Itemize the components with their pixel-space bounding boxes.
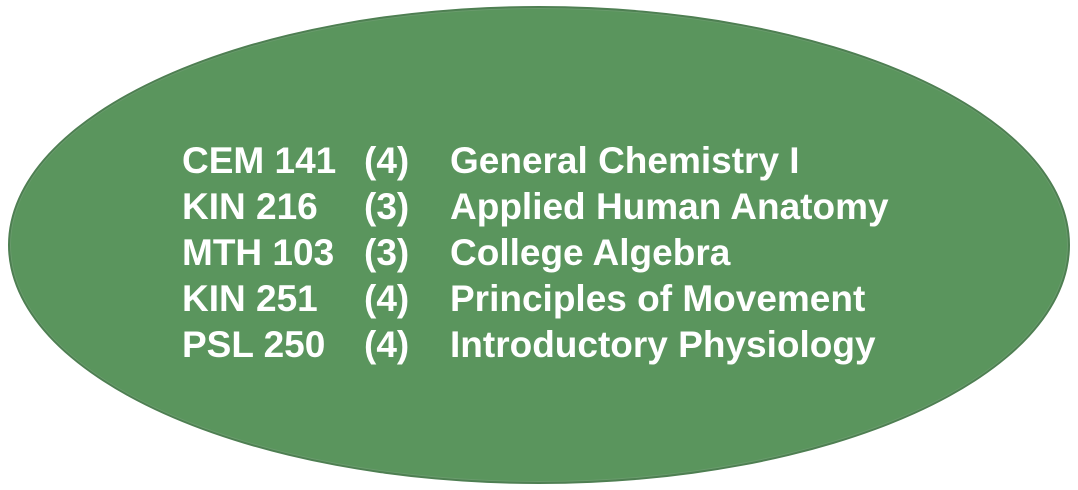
course-credits: (4) xyxy=(364,278,410,319)
course-oval xyxy=(8,6,1070,484)
course-title: Principles of Movement xyxy=(450,278,866,319)
course-code: PSL 250 xyxy=(182,324,326,365)
course-row: KIN 216 (3) Applied Human Anatomy xyxy=(182,184,889,230)
course-credits: (4) xyxy=(364,324,410,365)
course-code: KIN 251 xyxy=(182,278,318,319)
course-row: CEM 141 (4) General Chemistry I xyxy=(182,138,889,184)
course-row: MTH 103 (3) College Algebra xyxy=(182,230,889,276)
course-list: CEM 141 (4) General Chemistry I KIN 216 … xyxy=(182,138,889,368)
course-code: MTH 103 xyxy=(182,232,335,273)
course-title: College Algebra xyxy=(450,232,731,273)
course-row: PSL 250 (4) Introductory Physiology xyxy=(182,322,889,368)
course-title: Applied Human Anatomy xyxy=(450,186,889,227)
course-credits: (3) xyxy=(364,232,410,273)
course-row: KIN 251 (4) Principles of Movement xyxy=(182,276,889,322)
course-code: KIN 216 xyxy=(182,186,318,227)
course-credits: (4) xyxy=(364,140,410,181)
course-title: General Chemistry I xyxy=(450,140,800,181)
course-title: Introductory Physiology xyxy=(450,324,876,365)
course-credits: (3) xyxy=(364,186,410,227)
course-code: CEM 141 xyxy=(182,140,337,181)
